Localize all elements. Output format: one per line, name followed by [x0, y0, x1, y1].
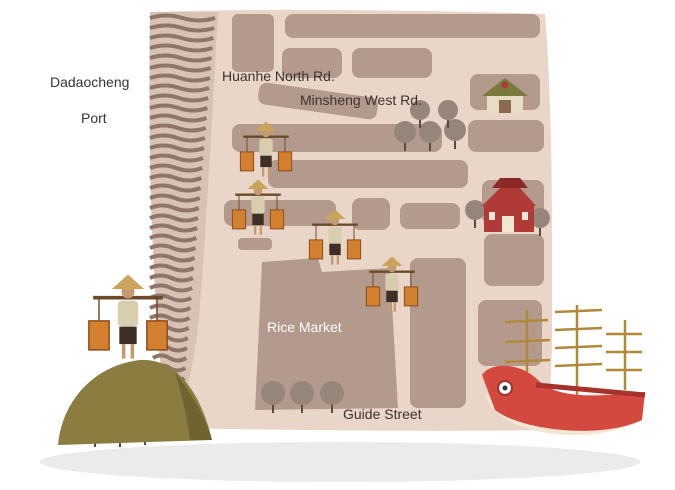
ground-shadow — [40, 442, 640, 482]
road-label-huanhe: Huanhe North Rd. — [222, 68, 335, 84]
junk-ship-icon — [482, 305, 646, 435]
porter-icon — [88, 274, 168, 359]
pavilion-icon — [482, 78, 528, 113]
porter-icon — [239, 121, 293, 177]
rice-market-label: Rice Market — [267, 319, 342, 335]
porter-icon — [365, 256, 419, 312]
river — [149, 12, 218, 413]
temple-icon — [482, 178, 536, 232]
hill-icon — [58, 359, 212, 445]
porter-icon — [308, 209, 362, 265]
guide-street-label: Guide Street — [343, 406, 422, 422]
road-label-minsheng: Minsheng West Rd. — [300, 92, 422, 108]
porter-icon — [231, 179, 285, 235]
port-label-line1: Dadaocheng — [50, 74, 130, 90]
port-label-line2: Port — [81, 110, 107, 126]
